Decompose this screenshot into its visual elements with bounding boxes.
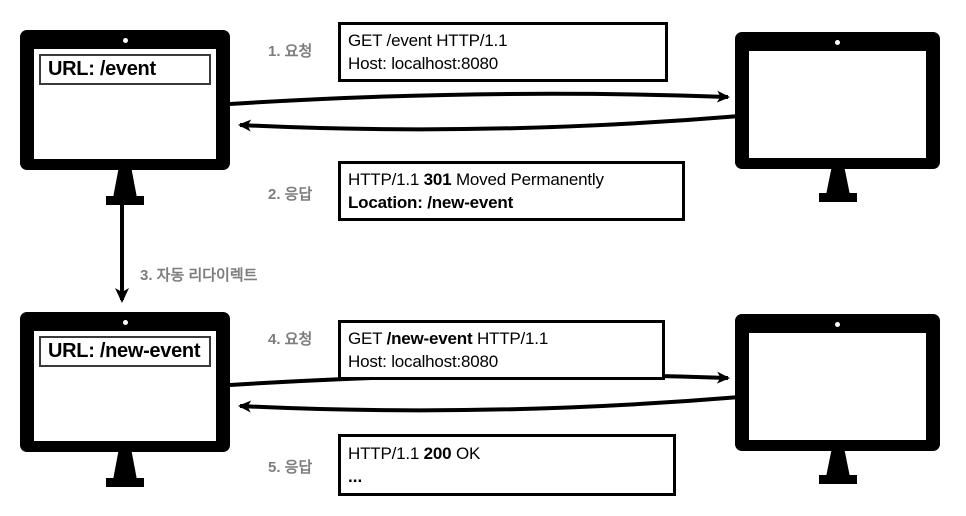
url-bar-text: URL: /new-event: [48, 340, 201, 362]
monitor-foot: [819, 193, 857, 202]
message-line-1: HTTP/1.1 200 OK: [348, 442, 667, 465]
message-text-tail: OK: [451, 444, 481, 463]
message-text-tail: HTTP/1.1: [472, 329, 549, 348]
message-line-1: HTTP/1.1 301 Moved Permanently: [348, 168, 676, 191]
url-bar-top[interactable]: URL: /event: [39, 54, 211, 85]
message-line-1: GET /event HTTP/1.1: [348, 29, 659, 52]
client-monitor-bottom: URL: /new-event: [20, 312, 230, 487]
monitor-screen: [749, 333, 926, 440]
message-text-plain: GET /event HTTP/1.1: [348, 31, 508, 50]
step-label-1: 1. 요청: [268, 43, 313, 60]
step-label-3: 3. 자동 리다이렉트: [140, 267, 258, 284]
webcam-dot: [123, 320, 128, 325]
webcam-dot: [835, 40, 840, 45]
message-text-emphasis: 200: [423, 444, 452, 463]
url-bar-text: URL: /event: [48, 58, 156, 80]
monitor-neck: [826, 169, 850, 195]
arrow-response-2: [238, 395, 741, 413]
message-box-request-2: GET /new-event HTTP/1.1 Host: localhost:…: [338, 320, 665, 380]
arrow-response-1: [238, 114, 741, 132]
message-box-response-301: HTTP/1.1 301 Moved Permanently Location:…: [338, 161, 685, 221]
step-label-4: 4. 요청: [268, 331, 313, 348]
step-label-5: 5. 응답: [268, 459, 313, 476]
arrow-request-1: [229, 90, 730, 106]
webcam-dot: [835, 322, 840, 327]
monitor-foot: [106, 478, 144, 487]
monitor-screen: [749, 51, 926, 158]
monitor-neck: [826, 451, 850, 477]
monitor-screen: URL: /event: [34, 49, 216, 159]
client-monitor-top: URL: /event: [20, 30, 230, 205]
message-text-plain: HTTP/1.1: [348, 170, 424, 189]
message-line-2: ...: [348, 467, 363, 486]
server-monitor-top: [735, 32, 940, 202]
message-text-emphasis: /new-event: [386, 329, 473, 348]
monitor-foot: [819, 475, 857, 484]
server-monitor-bottom: [735, 314, 940, 484]
monitor-neck: [113, 170, 137, 198]
message-box-response-200: HTTP/1.1 200 OK ...: [338, 434, 676, 496]
message-line-2: Host: localhost:8080: [348, 352, 499, 371]
monitor-neck: [113, 452, 137, 480]
monitor-foot: [106, 196, 144, 205]
step-label-2: 2. 응답: [268, 186, 313, 203]
message-text-plain: GET: [348, 329, 387, 348]
message-text-tail: Moved Permanently: [451, 170, 604, 189]
message-line-2: Location: /new-event: [348, 193, 514, 212]
webcam-dot: [123, 38, 128, 43]
message-line-2: Host: localhost:8080: [348, 54, 499, 73]
message-text-plain: HTTP/1.1: [348, 444, 424, 463]
url-bar-bottom[interactable]: URL: /new-event: [39, 336, 211, 367]
message-box-request-1: GET /event HTTP/1.1 Host: localhost:8080: [338, 22, 668, 82]
message-line-1: GET /new-event HTTP/1.1: [348, 327, 656, 350]
message-text-emphasis: 301: [423, 170, 452, 189]
monitor-screen: URL: /new-event: [34, 331, 216, 441]
